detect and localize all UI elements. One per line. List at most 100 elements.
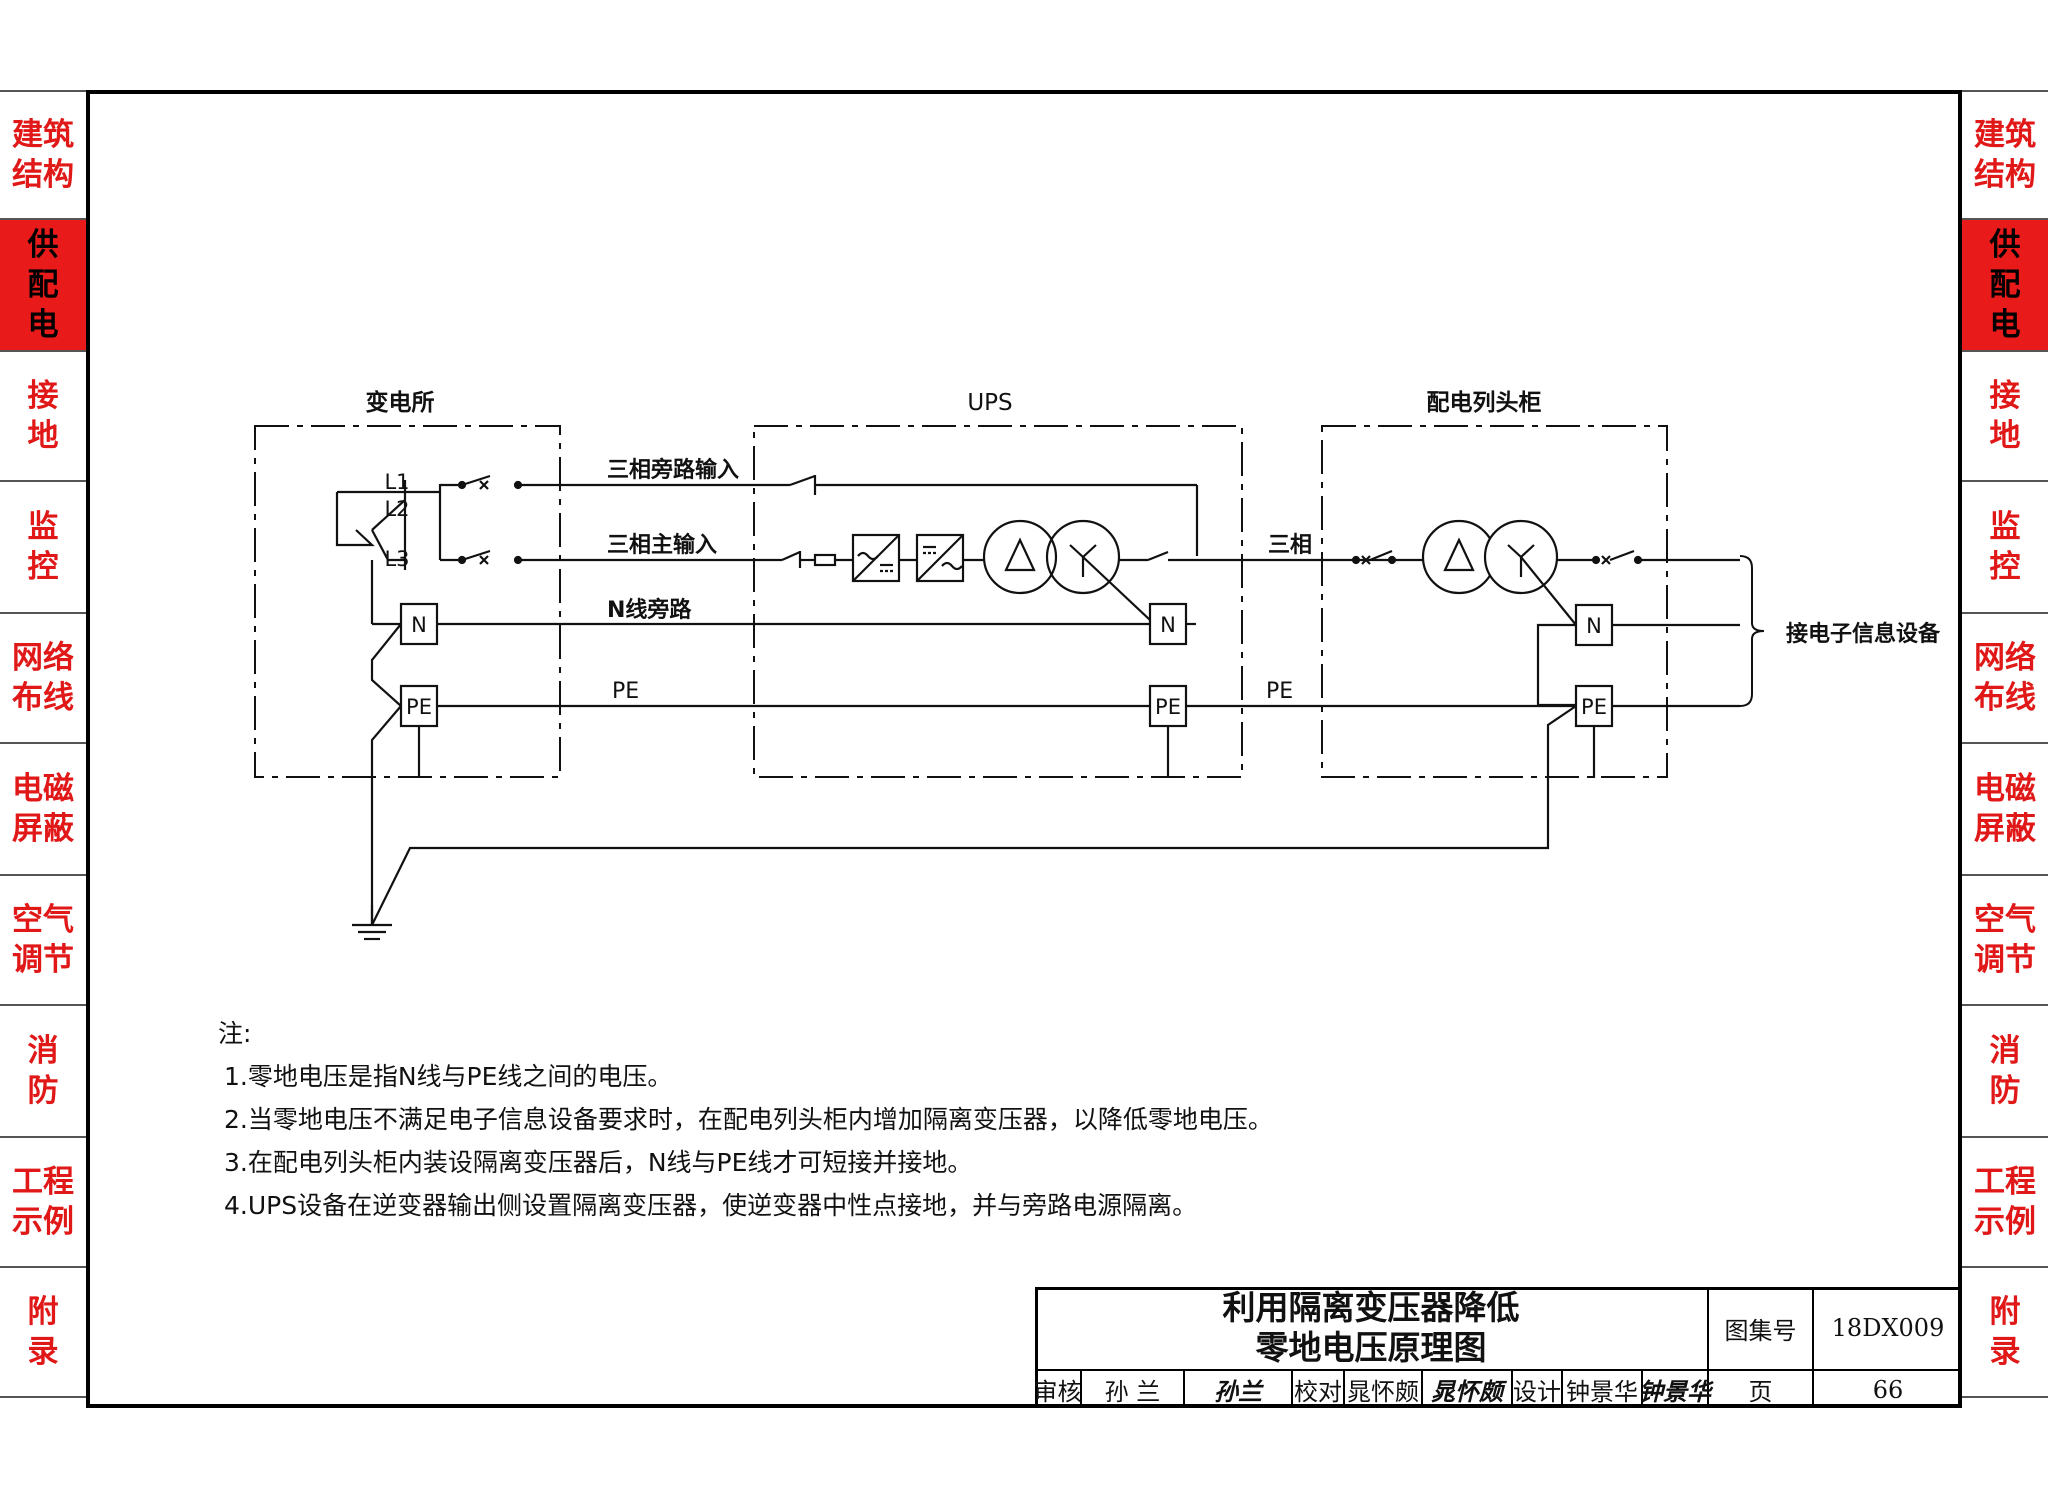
cabinet-output-breaker-symbol [1591,549,1643,568]
category-tab-label: 附 录 [1989,1294,2021,1370]
category-tab[interactable]: 电磁 屏蔽 [0,744,86,876]
category-tab-label: 消 防 [1989,1033,2021,1109]
ups-pe-label: PE [1155,695,1181,719]
category-tab-label: 工程 示例 [12,1164,74,1240]
cabinet-isolation-transformer-symbol [1421,519,1577,626]
category-tab[interactable]: 监 控 [1962,482,2048,614]
category-tab[interactable]: 监 控 [0,482,86,614]
bypass-breaker-symbol [457,474,523,490]
cabinet-n-label: N [1586,614,1602,638]
note-item: 4.UPS设备在逆变器输出侧设置隔离变压器，使逆变器中性点接地，并与旁路电源隔离… [224,1191,1198,1220]
n-bypass-label: N线旁路 [607,597,692,623]
note-item: 1.零地电压是指N线与PE线之间的电压。 [224,1062,673,1091]
ups-pe-terminal [1148,684,1188,728]
category-tab-label: 附 录 [27,1294,59,1370]
category-tab[interactable]: 供 配 电 [0,220,86,352]
page-number: 66 [1872,1375,1904,1404]
cabinet-n-terminal [1574,603,1614,647]
substation-n-label: N [411,613,427,637]
cabinet-label: 配电列头柜 [1427,390,1542,416]
category-tab-label: 建筑 结构 [12,117,74,193]
drawing-title: 利用隔离变压器降低 零地电压原理图 [1035,1287,1709,1369]
category-tab-label: 网络 布线 [12,640,74,716]
substation-pe-label: PE [406,695,432,719]
category-tab-label: 电磁 屏蔽 [1974,771,2036,847]
category-tab-label: 空气 调节 [12,902,74,978]
designer-signature: 钟景华 [1639,1371,1711,1408]
cabinet-pe-label: PE [1581,695,1607,719]
page-label: 页 [1709,1371,1814,1408]
bypass-input-label: 三相旁路输入 [607,457,739,483]
fuse-symbol [813,553,837,567]
category-tab-label: 供 配 电 [27,227,59,343]
main-breaker-symbol [457,549,523,565]
ups-isolation-transformer-symbol [982,519,1151,621]
category-tab[interactable]: 附 录 [1962,1268,2048,1398]
notes-title: 注: [218,1019,252,1048]
notes: 注: 1.零地电压是指N线与PE线之间的电压。 2.当零地电压不满足电子信息设备… [218,1012,1273,1227]
ups-n-label: N [1160,613,1176,637]
category-tab[interactable]: 空气 调节 [1962,876,2048,1006]
category-tab[interactable]: 接 地 [0,352,86,482]
pe-line-label: PE [612,679,639,704]
category-tab-label: 消 防 [27,1033,59,1109]
reviewer-signature: 孙兰 [1185,1371,1293,1408]
design-label: 设计 [1513,1371,1563,1408]
atlas-number-label: 图集号 [1709,1287,1814,1369]
rectifier-symbol [851,533,901,583]
output-equipment-label: 接电子信息设备 [1786,621,1941,647]
category-tab-label: 接 地 [1989,378,2021,454]
category-tab[interactable]: 接 地 [1962,352,2048,482]
three-phase-label: 三相 [1268,533,1312,558]
title-block: 利用隔离变压器降低 零地电压原理图 图集号 18DX009 审核 孙 兰 孙兰 … [1034,1287,1962,1408]
review-label: 审核 [1034,1371,1082,1408]
category-tab-label: 监 控 [1989,509,2021,585]
inverter-symbol [915,533,965,583]
category-tab[interactable]: 工程 示例 [1962,1138,2048,1268]
cabinet-box [1321,425,1668,778]
category-tab-label: 接 地 [27,378,59,454]
check-label: 校对 [1293,1371,1345,1408]
category-tab-label: 监 控 [27,509,59,585]
category-tab[interactable]: 网络 布线 [1962,614,2048,744]
category-tab-label: 电磁 屏蔽 [12,771,74,847]
category-tab[interactable]: 空气 调节 [0,876,86,1006]
category-tab-label: 工程 示例 [1974,1164,2036,1240]
main-input-label: 三相主输入 [607,532,717,558]
cabinet-input-breaker-symbol [1351,549,1397,565]
output-brace [1739,555,1765,707]
note-item: 3.在配电列头柜内装设隔离变压器后，N线与PE线才可短接并接地。 [224,1148,973,1177]
category-tab-label: 网络 布线 [1974,640,2036,716]
category-tab[interactable]: 消 防 [0,1006,86,1138]
phase-l2-label: L2 [384,497,409,521]
category-tab[interactable]: 供 配 电 [1962,220,2048,352]
pe-line-label-2: PE [1266,679,1293,704]
phase-l1-label: L1 [384,470,409,494]
category-tab[interactable]: 网络 布线 [0,614,86,744]
phase-l3-label: L3 [384,547,409,571]
category-tab-label: 建筑 结构 [1974,117,2036,193]
ups-box [753,425,1243,778]
source-winding-symbol [335,480,442,570]
category-tab-label: 供 配 电 [1989,227,2021,343]
category-tab[interactable]: 工程 示例 [0,1138,86,1268]
ground-symbol [352,905,392,941]
drawing-frame [86,90,1962,1408]
substation-n-terminal [399,602,439,646]
designer-name: 钟景华 [1563,1371,1643,1408]
substation-label: 变电所 [366,389,435,416]
note-item: 2.当零地电压不满足电子信息设备要求时，在配电列头柜内增加隔离变压器，以降低零地… [224,1105,1273,1134]
checker-name: 晁怀颇 [1345,1371,1423,1408]
category-tab[interactable]: 电磁 屏蔽 [1962,744,2048,876]
reviewer-name: 孙 兰 [1082,1371,1185,1408]
substation-box [254,425,561,778]
ups-label: UPS [967,390,1012,416]
checker-signature: 晁怀颇 [1423,1371,1513,1408]
atlas-number: 18DX009 [1831,1314,1945,1342]
category-tab[interactable]: 建筑 结构 [1962,90,2048,220]
category-tab[interactable]: 消 防 [1962,1006,2048,1138]
category-tab[interactable]: 附 录 [0,1268,86,1398]
category-tab[interactable]: 建筑 结构 [0,90,86,220]
category-tab-label: 空气 调节 [1974,902,2036,978]
